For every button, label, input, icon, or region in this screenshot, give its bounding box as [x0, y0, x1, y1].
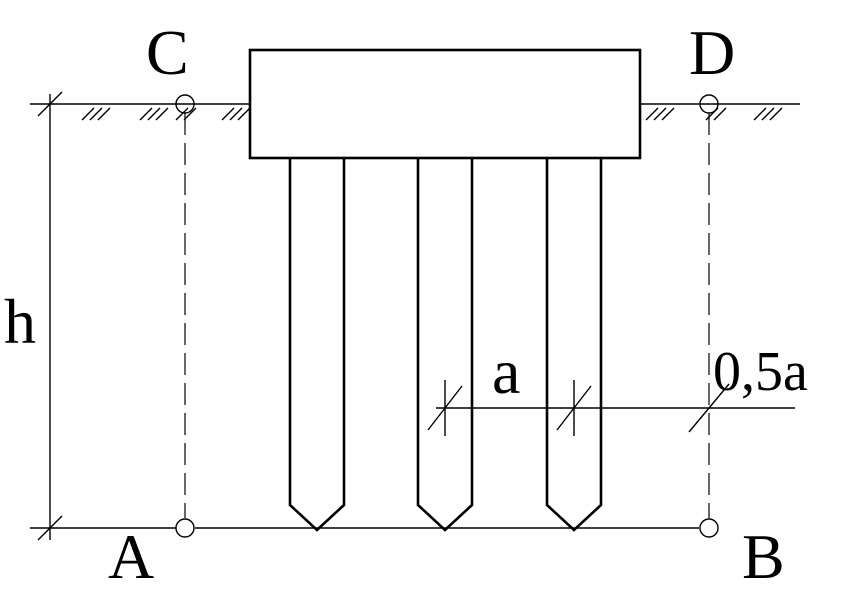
point-a-marker — [175, 518, 195, 538]
label-a-spacing: a — [492, 336, 520, 407]
point-b-marker — [699, 518, 719, 538]
pile-2 — [416, 158, 474, 532]
point-d-marker — [699, 94, 719, 114]
label-h: h — [4, 286, 36, 357]
spacing-dimension — [427, 380, 795, 436]
label-c: C — [146, 17, 189, 88]
pile-cap — [248, 48, 642, 160]
label-d: D — [689, 17, 735, 88]
label-half-spacing: 0,5a — [713, 341, 808, 403]
point-c-marker — [175, 94, 195, 114]
label-a: A — [108, 521, 154, 592]
pile-1 — [288, 158, 346, 532]
pile-3 — [545, 158, 603, 532]
label-b: B — [742, 521, 785, 592]
foundation-boundary — [184, 113, 710, 529]
ground-hatching — [81, 107, 783, 121]
height-dimension — [30, 91, 176, 541]
